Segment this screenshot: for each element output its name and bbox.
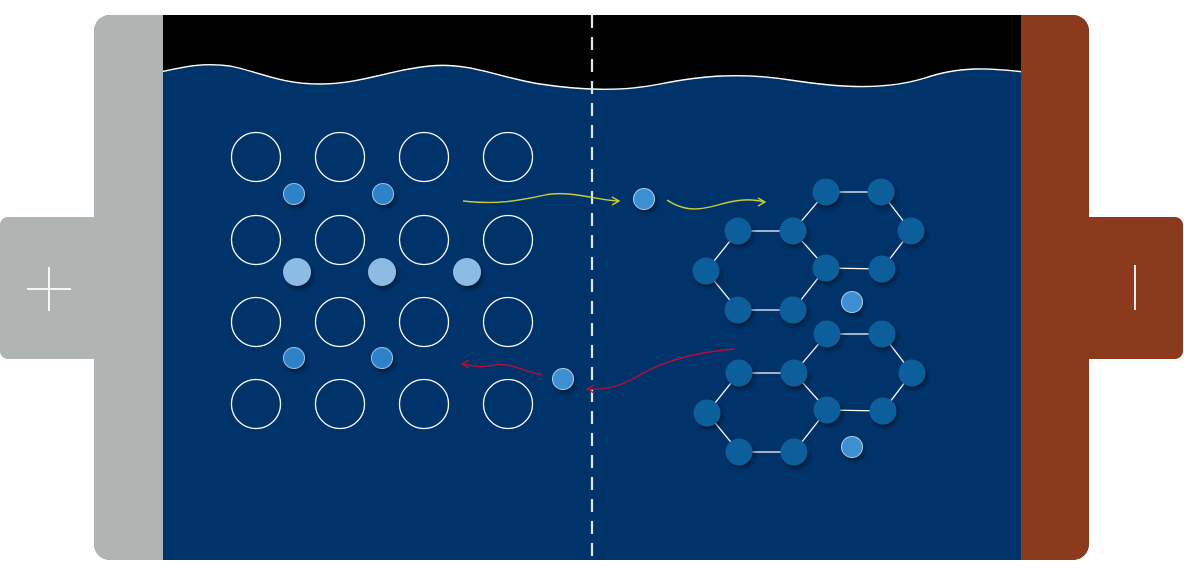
graphite-carbon-atom xyxy=(812,178,840,206)
graphite-carbon-atom xyxy=(898,359,926,387)
charge-arrow-right-head xyxy=(757,197,767,207)
cathode-atom xyxy=(482,131,534,183)
negative-terminal-tab xyxy=(1080,217,1183,359)
graphite-carbon-atom xyxy=(779,217,807,245)
cathode-large-ion xyxy=(283,258,311,286)
cathode-atom xyxy=(482,214,534,266)
cathode-atom xyxy=(230,131,282,183)
graphite-carbon-atom xyxy=(780,359,808,387)
cathode-lithium-ion xyxy=(283,347,305,369)
graphite-carbon-atom xyxy=(725,359,753,387)
positive-electrode-plate xyxy=(94,15,163,560)
graphite-anode xyxy=(692,178,926,466)
lithium-ion-in-transit xyxy=(552,368,574,390)
graphite-carbon-atom xyxy=(725,438,753,466)
lithium-ion-intercalated xyxy=(841,436,863,458)
cathode-atom xyxy=(398,131,450,183)
cathode-atom xyxy=(314,214,366,266)
graphite-carbon-atom xyxy=(813,320,841,348)
cathode-atom xyxy=(314,131,366,183)
graphite-carbon-atom xyxy=(779,296,807,324)
cathode-atom xyxy=(398,214,450,266)
cathode-lattice xyxy=(230,131,534,430)
headspace xyxy=(160,15,1024,90)
cathode-atom xyxy=(398,296,450,348)
discharge-arrow-short xyxy=(462,363,543,376)
graphite-carbon-atom xyxy=(869,397,897,425)
negative-electrode-plate xyxy=(1021,15,1089,560)
cathode-atom xyxy=(398,378,450,430)
graphite-carbon-atom xyxy=(780,438,808,466)
cathode-atom xyxy=(230,296,282,348)
graphite-carbon-atom xyxy=(813,396,841,424)
cathode-lithium-ion xyxy=(371,347,393,369)
cathode-atom xyxy=(482,378,534,430)
graphite-carbon-atom xyxy=(692,257,720,285)
graphite-carbon-atom xyxy=(867,178,895,206)
cathode-large-ion xyxy=(453,258,481,286)
cathode-atom xyxy=(230,214,282,266)
cathode-atom xyxy=(482,296,534,348)
lithium-ion-in-transit xyxy=(633,188,655,210)
graphite-carbon-atom xyxy=(868,320,896,348)
charge-arrow-left xyxy=(462,192,619,204)
graphite-carbon-atom xyxy=(868,255,896,283)
cathode-atom xyxy=(314,296,366,348)
discharge-arrow-short-head xyxy=(460,359,470,369)
graphite-carbon-atom xyxy=(693,399,721,427)
cathode-lithium-ion xyxy=(283,183,305,205)
charge-arrow-left-head xyxy=(611,196,621,206)
electrolyte-surface-line xyxy=(159,63,1025,90)
lithium-ion-intercalated xyxy=(841,291,863,313)
graphite-carbon-atom xyxy=(724,217,752,245)
graphite-carbon-atom xyxy=(812,254,840,282)
cathode-atom xyxy=(230,378,282,430)
charge-arrow-right xyxy=(666,199,765,210)
cathode-lithium-ion xyxy=(372,183,394,205)
graphite-carbon-atom xyxy=(897,217,925,245)
positive-terminal-tab xyxy=(0,217,104,359)
cathode-atom xyxy=(314,378,366,430)
graphite-carbon-atom xyxy=(724,296,752,324)
cathode-large-ion xyxy=(368,258,396,286)
discharge-arrow-long-head xyxy=(585,384,595,394)
discharge-arrow-long xyxy=(587,348,736,390)
